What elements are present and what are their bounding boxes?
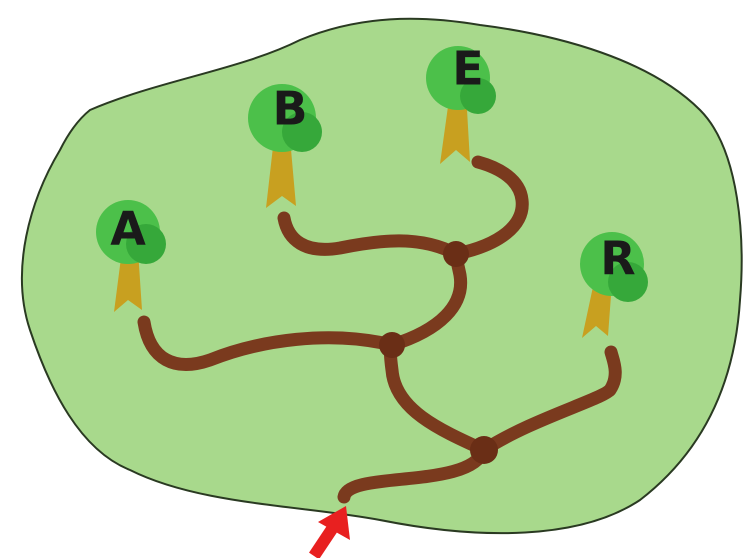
- tree-r: R: [580, 232, 648, 338]
- tree-b-foliage-dark: [282, 112, 322, 152]
- tree-r-label: R: [600, 232, 635, 286]
- junction-2: [379, 332, 405, 358]
- tree-e-trunk: [440, 92, 470, 164]
- tree-r-trunk: [582, 282, 612, 338]
- tree-r-foliage-dark: [608, 262, 648, 302]
- tree-b: B: [248, 82, 322, 208]
- junctions: [379, 241, 498, 464]
- path-to-b: [277, 211, 463, 261]
- path-to-r: [477, 345, 622, 457]
- tree-a-trunk: [114, 250, 142, 312]
- tree-a-label: A: [110, 202, 146, 256]
- arrow-up-right-icon: [309, 506, 350, 558]
- tree-a-foliage-dark: [126, 224, 166, 264]
- tree-e-label: E: [452, 42, 483, 96]
- junction-3: [470, 436, 498, 464]
- path-to-e: [449, 155, 529, 261]
- tree-b-label: B: [272, 82, 307, 136]
- junction-1: [443, 241, 469, 267]
- tree-e: E: [426, 42, 496, 164]
- tree-a: A: [96, 200, 166, 312]
- tree-e-foliage-dark: [460, 78, 496, 114]
- path-to-a: [137, 315, 399, 371]
- path-entrance: [337, 443, 491, 504]
- meadow-area: [20, 17, 743, 535]
- tree-b-trunk: [266, 138, 296, 208]
